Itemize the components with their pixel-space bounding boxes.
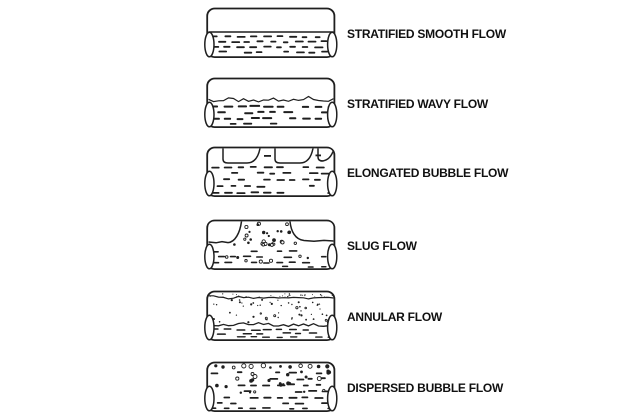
flow-row-slug: SLUG FLOW <box>204 219 417 273</box>
flow-row-elongated-bubble: ELONGATED BUBBLE FLOW <box>204 146 508 200</box>
pipe-illustration-stratified-smooth <box>204 7 338 58</box>
flow-label: ELONGATED BUBBLE FLOW <box>347 166 509 180</box>
flow-label: ANNULAR FLOW <box>347 310 442 324</box>
pipe-illustration-stratified-wavy <box>204 77 338 128</box>
flow-row-stratified-smooth: STRATIFIED SMOOTH FLOW <box>204 7 506 61</box>
pipe-illustration-slug <box>204 219 338 270</box>
flow-row-stratified-wavy: STRATIFIED WAVY FLOW <box>204 77 488 131</box>
flow-label: STRATIFIED WAVY FLOW <box>347 97 488 111</box>
flow-row-dispersed-bubble: DISPERSED BUBBLE FLOW <box>204 361 503 415</box>
flow-row-annular: ANNULAR FLOW <box>204 290 442 344</box>
pipe-illustration-dispersed-bubble <box>204 361 338 412</box>
flow-label: STRATIFIED SMOOTH FLOW <box>347 27 506 41</box>
pipe-illustration-elongated-bubble <box>204 146 338 197</box>
pipe-illustration-annular <box>204 290 338 341</box>
flow-label: DISPERSED BUBBLE FLOW <box>347 381 504 395</box>
flow-label: SLUG FLOW <box>347 239 417 253</box>
